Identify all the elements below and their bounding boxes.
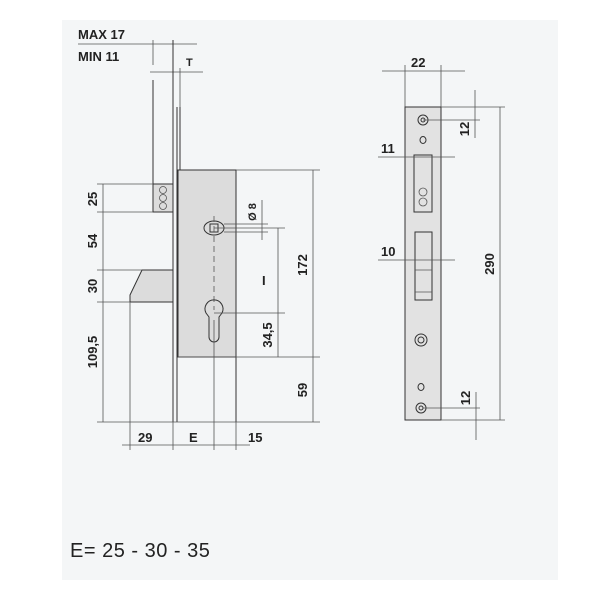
deadbolt-window [413,154,433,213]
dim-15: 15 [248,430,262,445]
t-label: T [186,57,193,69]
dim-10: 10 [381,244,395,259]
dim-diameter-8: Ø 8 [247,203,259,221]
dim-109-5: 109,5 [85,336,100,369]
front-view: 22 11 10 12 290 [378,55,505,440]
dim-25: 25 [85,192,100,206]
lock-case [177,169,237,358]
dim-172: 172 [295,254,310,276]
dim-e: E [189,430,198,445]
dim-12-top: 12 [457,122,472,136]
latch-bolt [129,269,174,303]
latch-window [414,231,433,301]
side-view: MAX 17 MIN 11 T [78,27,320,450]
dim-29: 29 [138,430,152,445]
deadbolt [152,183,174,213]
min-label: MIN 11 [78,49,119,64]
dim-22: 22 [411,55,425,70]
dim-30: 30 [85,279,100,293]
backset-formula: E= 25 - 30 - 35 [70,540,211,562]
dim-59: 59 [295,383,310,397]
dim-12-bottom: 12 [458,391,473,405]
dim-11: 11 [381,141,395,156]
dim-54: 54 [85,233,100,248]
dim-34-5: 34,5 [260,322,275,347]
dim-i: I [262,273,266,288]
faceplate [404,106,442,421]
max-label: MAX 17 [78,27,125,42]
dim-290: 290 [482,253,497,275]
